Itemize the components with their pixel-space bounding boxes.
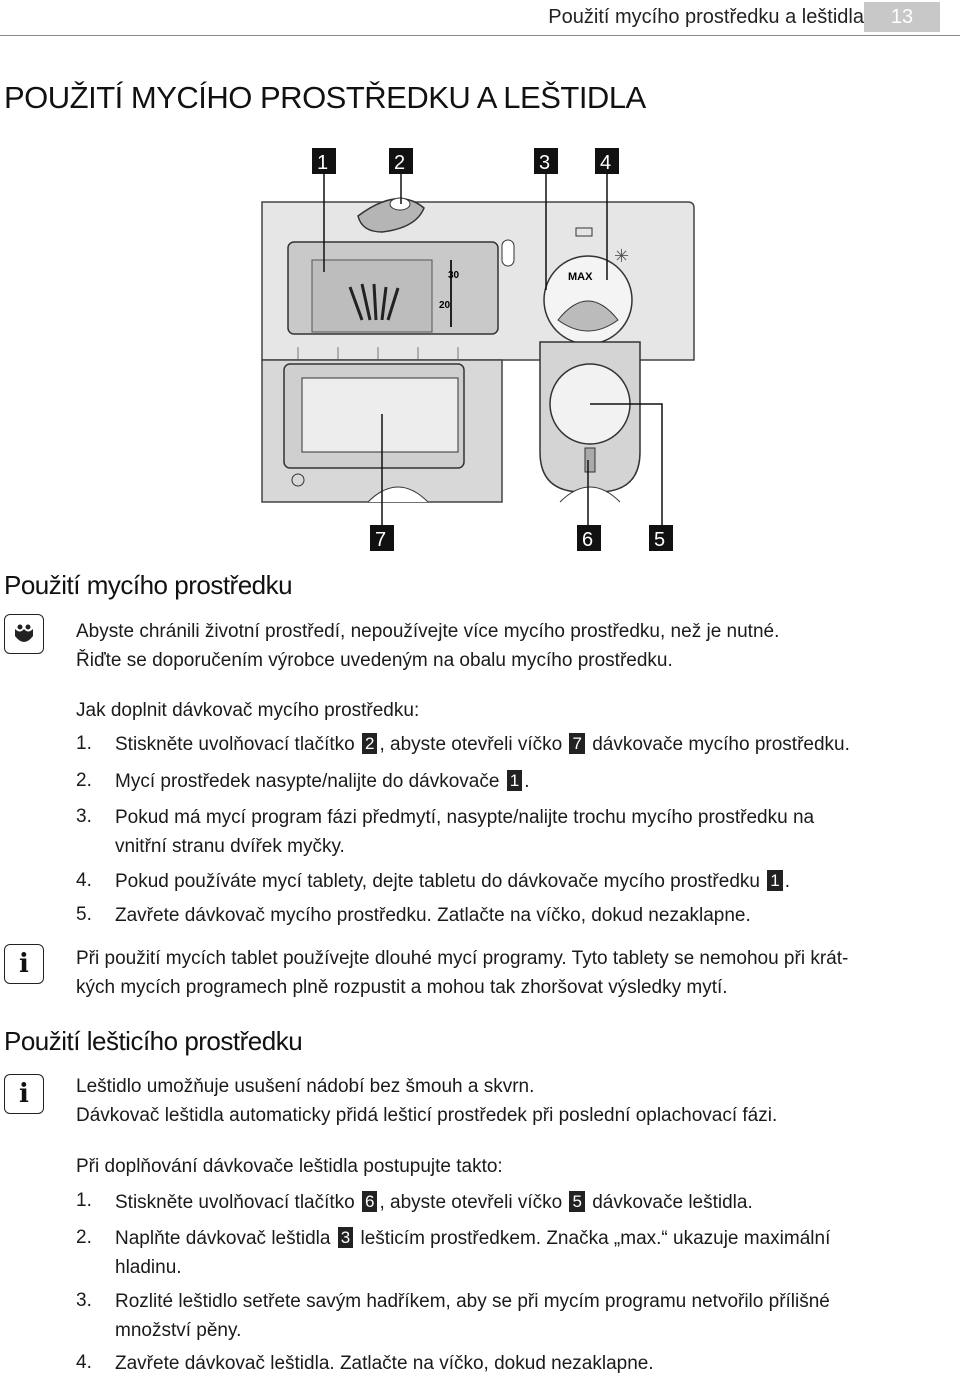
mark-30: 30: [448, 270, 460, 281]
detergent-step-3: Pokud má mycí program fázi předmytí, nas…: [115, 807, 815, 828]
rinse-step-4: Zavřete dávkovač leštidla. Zatlačte na v…: [115, 1353, 654, 1374]
rinse-step-3: Rozlité leštidlo setřete savým hadříkem,…: [115, 1291, 830, 1312]
ref-badge: 1: [767, 870, 783, 891]
detergent-heading: Použití mycího prostředku: [4, 570, 293, 600]
step-number: 2.: [76, 770, 92, 791]
ref-badge: 5: [569, 1191, 585, 1212]
running-header: Použití mycího prostředku a leštidla: [548, 6, 864, 28]
step-number: 5.: [76, 904, 92, 925]
rinse-info-line2: Dávkovač leštidla automaticky přidá lešt…: [76, 1105, 778, 1126]
rinse-step-2: Naplňte dávkovač leštidla 3 lešticím pro…: [115, 1227, 831, 1249]
rinse-intro: Při doplňování dávkovače leštidla postup…: [76, 1156, 503, 1177]
dispenser-figure: 1 2 3 4 7 6 5 30 20: [258, 142, 698, 552]
detergent-step-3-cont: vnitřní stranu dvířek myčky.: [115, 836, 345, 857]
rinse-step-1: Stiskněte uvolňovací tlačítko 6, abyste …: [115, 1191, 753, 1213]
page-title: POUŽITÍ MYCÍHO PROSTŘEDKU A LEŠTIDLA: [4, 80, 646, 115]
info-icon: i: [4, 944, 44, 984]
info-icon: i: [4, 1074, 44, 1114]
step-number: 1.: [76, 733, 92, 754]
callout-3: 3: [539, 152, 550, 174]
ref-badge: 3: [337, 1227, 354, 1248]
step-number: 1.: [76, 1190, 92, 1211]
environment-icon: [4, 614, 44, 654]
rinse-step-3-cont: množství pěny.: [115, 1320, 242, 1341]
callout-5: 5: [654, 529, 665, 551]
detergent-step-2: Mycí prostředek nasypte/nalijte do dávko…: [115, 770, 530, 792]
ref-badge: 7: [569, 733, 585, 754]
callout-7: 7: [375, 529, 386, 551]
step-number: 3.: [76, 1290, 92, 1311]
callout-4: 4: [600, 152, 611, 174]
detergent-step-4: Pokud používáte mycí tablety, dejte tabl…: [115, 870, 790, 892]
callout-6: 6: [582, 529, 593, 551]
rinse-info-line1: Leštidlo umožňuje usušení nádobí bez šmo…: [76, 1076, 535, 1097]
header-divider: [0, 35, 960, 36]
step-number: 3.: [76, 806, 92, 827]
ref-badge: 1: [506, 770, 523, 791]
callout-2: 2: [394, 152, 405, 174]
mark-20: 20: [439, 300, 451, 311]
step-number: 2.: [76, 1227, 92, 1248]
callout-1: 1: [317, 152, 328, 174]
dispenser-diagram: 1 2 3 4 7 6 5 30 20: [261, 148, 695, 551]
detergent-step-5: Zavřete dávkovač mycího prostředku. Zatl…: [115, 905, 751, 926]
tablet-info-line1: Při použití mycích tablet používejte dlo…: [76, 948, 849, 969]
ref-badge: 6: [362, 1191, 378, 1212]
env-note-line2: Řiďte se doporučením výrobce uvedeným na…: [76, 650, 673, 671]
step-number: 4.: [76, 870, 92, 891]
ref-badge: 2: [362, 733, 378, 754]
env-note-line1: Abyste chránili životní prostředí, nepou…: [76, 621, 780, 642]
detergent-step-1: Stiskněte uvolňovací tlačítko 2, abyste …: [115, 733, 850, 755]
rinse-heading: Použití lešticího prostředku: [4, 1026, 303, 1056]
mark-max: MAX: [568, 271, 593, 283]
tablet-info-line2: kých mycích programech plně rozpustit a …: [76, 977, 728, 998]
page-number: 13: [864, 2, 940, 32]
svg-text:✳: ✳: [614, 246, 629, 266]
detergent-intro: Jak doplnit dávkovač mycího prostředku:: [76, 700, 420, 721]
rinse-step-2-cont: hladinu.: [115, 1257, 182, 1278]
step-number: 4.: [76, 1352, 92, 1373]
